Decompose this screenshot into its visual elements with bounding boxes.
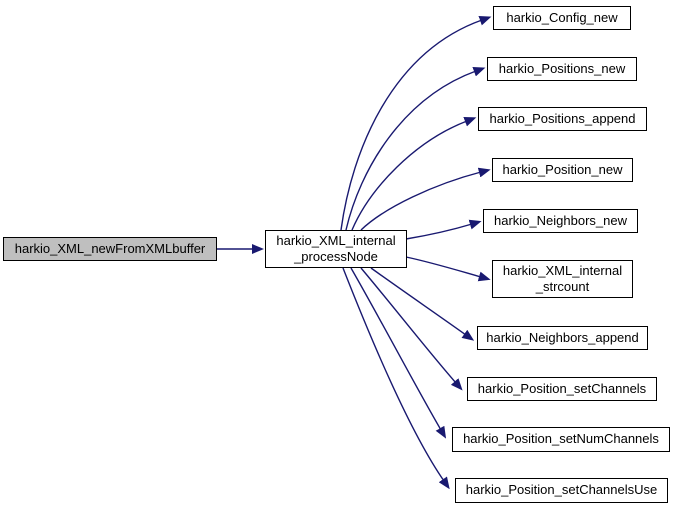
node-callee-setchannels[interactable]: harkio_Position_setChannels [467, 377, 657, 401]
node-callee-setchannelsuse[interactable]: harkio_Position_setChannelsUse [455, 478, 668, 503]
node-current-function: harkio_XML_newFromXMLbuffer [3, 237, 217, 261]
edge-to-strcount [405, 256, 491, 282]
node-callee-strcount[interactable]: harkio_XML_internal _strcount [492, 260, 633, 298]
node-callee-neighbors-append[interactable]: harkio_Neighbors_append [477, 326, 648, 350]
node-callee-config-new[interactable]: harkio_Config_new [493, 6, 631, 30]
edge-to-neighbors-new [405, 219, 482, 240]
edge-to-position-new [360, 167, 491, 231]
node-callee-positions-append[interactable]: harkio_Positions_append [478, 107, 647, 131]
node-callee-setnumchannels[interactable]: harkio_Position_setNumChannels [452, 427, 670, 452]
node-callee-neighbors-new[interactable]: harkio_Neighbors_new [483, 209, 638, 233]
edge-to-setnumchannels [350, 267, 447, 439]
node-callee-positions-new[interactable]: harkio_Positions_new [487, 57, 637, 81]
edge-to-positions-append [351, 117, 477, 231]
edge-to-setchannels [360, 267, 463, 391]
edge-to-setchannelsuse [342, 267, 450, 490]
edge-to-positions-new [345, 66, 486, 231]
edge-to-config-new [340, 15, 492, 231]
node-hub-function[interactable]: harkio_XML_internal _processNode [265, 230, 407, 268]
node-callee-position-new[interactable]: harkio_Position_new [492, 158, 633, 182]
edge-to-neighbors-append [370, 267, 475, 341]
